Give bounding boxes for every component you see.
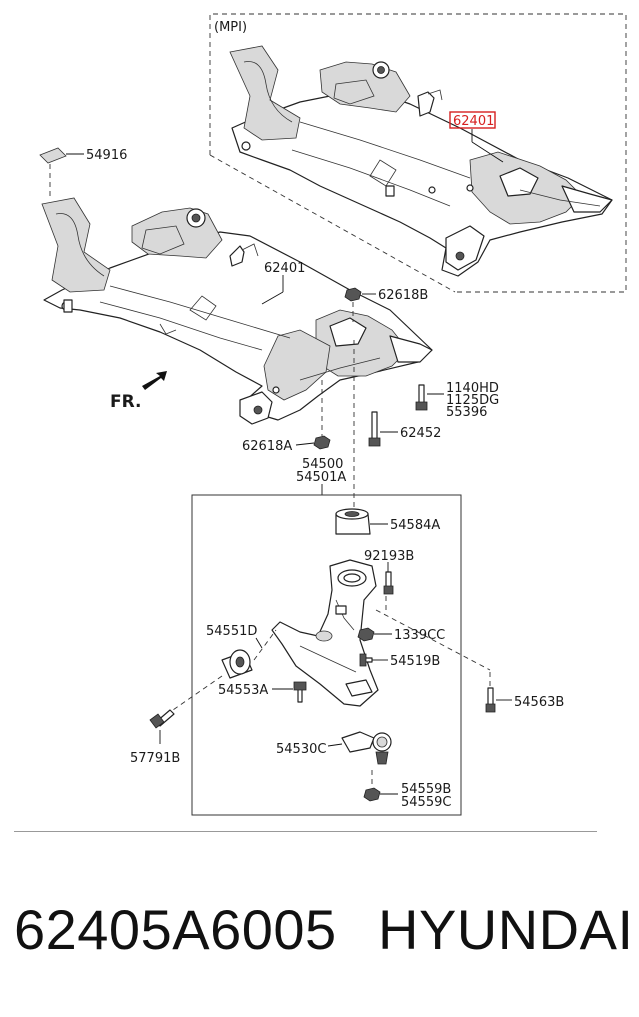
label-bolt-54553[interactable]: 54553A — [218, 683, 268, 698]
label-bolt-92193[interactable]: 92193B — [364, 549, 414, 564]
bolt-57791b — [149, 675, 223, 744]
label-bolt-54519[interactable]: 54519B — [390, 654, 440, 669]
label-bolt-group-2[interactable]: 1125DG — [446, 393, 499, 408]
label-bracket[interactable]: 54916 — [86, 148, 127, 163]
front-direction-arrow — [142, 371, 167, 390]
label-nut-54559-1[interactable]: 54559B — [401, 782, 451, 797]
bolt-54553a — [272, 681, 307, 703]
bushing-54584a — [335, 508, 388, 535]
label-bolt-57791[interactable]: 57791B — [130, 751, 180, 766]
label-nut-54559-2[interactable]: 54559C — [401, 795, 451, 810]
bushing-54551d — [221, 629, 277, 679]
part-number: 62405A6005 — [14, 898, 337, 961]
upper-subframe-drawing — [229, 45, 613, 277]
label-lower-frame[interactable]: 62401 — [264, 261, 305, 276]
label-bushing-left[interactable]: 54551D — [206, 624, 257, 639]
footer-divider — [14, 831, 597, 832]
label-upper-frame[interactable]: 62401 — [453, 114, 494, 129]
brand-name: HYUNDAI — [378, 898, 634, 961]
bolt-54519b — [359, 653, 388, 667]
highlight-box — [449, 111, 496, 129]
parts-diagram: (MPI) 62401 — [39, 13, 627, 816]
label-ball-joint[interactable]: 54530C — [276, 742, 326, 757]
bolt-62452 — [368, 411, 398, 447]
label-arm-2[interactable]: 54501A — [296, 470, 346, 485]
label-bolt-54563[interactable]: 54563B — [514, 695, 564, 710]
bolt-92193b — [383, 562, 394, 612]
label-arm-1[interactable]: 54500 — [302, 457, 343, 472]
label-nut-bottom[interactable]: 62618A — [242, 439, 292, 454]
nut-62618a — [295, 380, 331, 450]
bolt-1140hd — [415, 384, 444, 411]
mpi-dashed-link — [209, 154, 456, 293]
fr-label: FR. — [110, 392, 141, 412]
label-bolt-group-3[interactable]: 55396 — [446, 405, 487, 420]
lower-control-arm-drawing — [271, 559, 379, 707]
nut-54559 — [363, 787, 398, 802]
ball-joint-54530c — [327, 731, 392, 786]
mpi-variant-group: (MPI) 62401 — [209, 13, 627, 293]
bracket-54916 — [39, 147, 84, 200]
nut-1339cc — [357, 609, 491, 671]
bolt-54563b — [485, 672, 512, 713]
label-nut-1339[interactable]: 1339CC — [394, 628, 445, 643]
label-bolt-side[interactable]: 62452 — [400, 426, 441, 441]
mpi-dashed-enclosure — [209, 13, 627, 293]
label-bolt-group-1[interactable]: 1140HD — [446, 381, 499, 396]
nut-62618b — [344, 287, 376, 322]
mpi-variant-label: (MPI) — [214, 20, 247, 35]
main-subframe-drawing — [41, 197, 433, 425]
label-bushing-top[interactable]: 54584A — [390, 518, 440, 533]
label-nut-top[interactable]: 62618B — [378, 288, 428, 303]
lower-arm-assembly-frame — [191, 494, 462, 816]
